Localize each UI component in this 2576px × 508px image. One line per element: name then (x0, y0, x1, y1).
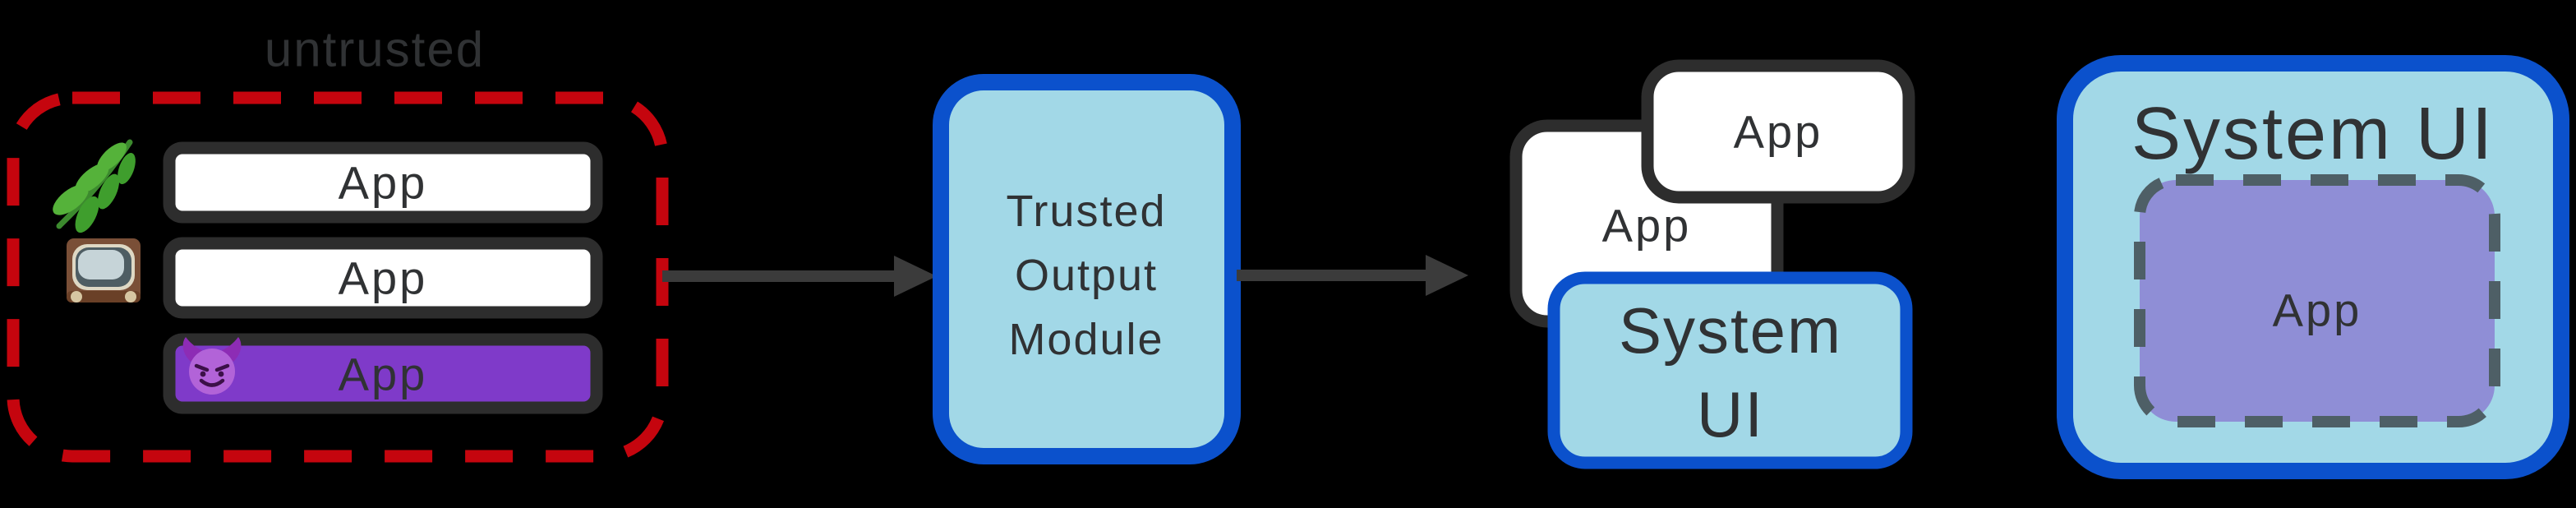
app-label: App (1602, 200, 1692, 252)
composited-windows: App App System UI (1509, 59, 1915, 469)
devil-icon (182, 337, 242, 395)
embedded-app-box (2134, 174, 2500, 427)
app-label: App (2273, 284, 2362, 336)
system-ui-box (1547, 271, 1913, 469)
tv-icon (67, 238, 141, 302)
untrusted-app-row-2: App (163, 237, 603, 319)
arrow-input (662, 256, 937, 297)
system-ui-window: System UI (1547, 271, 1913, 469)
system-ui-label: System UI (2131, 93, 2495, 175)
system-ui-label-line1: System (1619, 294, 1842, 367)
app-window-box (1641, 59, 1915, 204)
untrusted-app-row-1: App (163, 141, 603, 224)
module-label-line1: Trusted (1006, 187, 1166, 236)
trusted-output-module: Trusted Output Module (933, 74, 1241, 464)
arrow-output (1237, 255, 1468, 296)
untrusted-app-row-malicious: App (163, 333, 603, 414)
untrusted-zone-label: untrusted (265, 22, 485, 77)
system-ui-label-line2: UI (1697, 378, 1764, 450)
app-label: App (1734, 106, 1823, 158)
front-app-window: App (1641, 59, 1915, 204)
herb-icon (53, 139, 136, 233)
untrusted-zone: untrusted App (7, 22, 669, 463)
module-label-line2: Output (1015, 251, 1158, 300)
app-box (163, 141, 603, 224)
app-label: App (339, 349, 428, 400)
fullscreen-system-ui: System UI App (2057, 55, 2569, 479)
app-label: App (339, 252, 428, 304)
trusted-output-module-box (933, 74, 1241, 464)
malicious-app-box (163, 333, 603, 414)
module-label-line3: Module (1008, 315, 1164, 364)
app-box (163, 237, 603, 319)
app-label: App (339, 157, 428, 209)
